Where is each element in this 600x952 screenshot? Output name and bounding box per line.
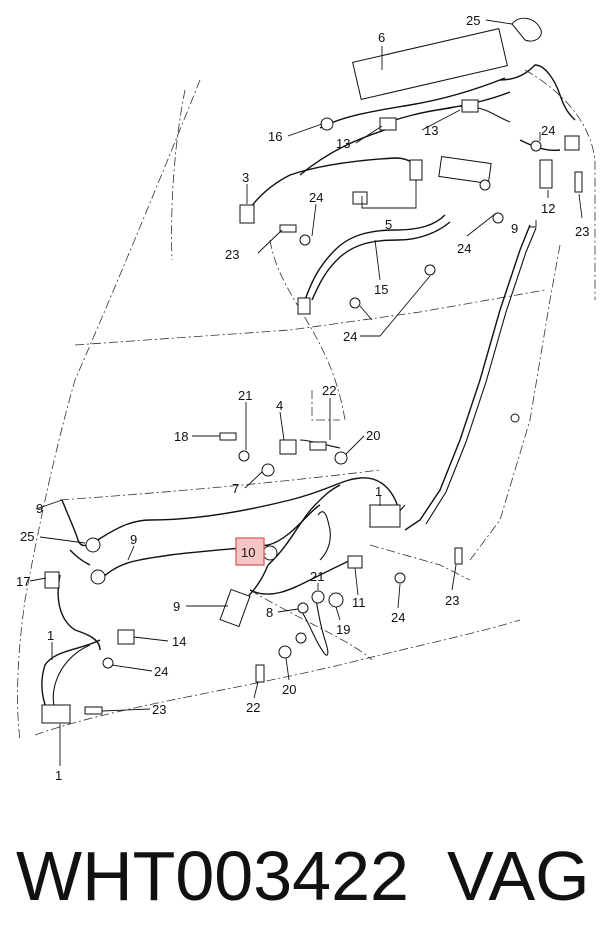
callout-17: 17 — [16, 574, 30, 589]
callout-22: 22 — [246, 700, 260, 715]
callout-20: 20 — [282, 682, 296, 697]
sensor-1-front — [41, 704, 71, 724]
end-cap — [510, 413, 520, 423]
callout-25: 25 — [466, 13, 480, 28]
callout-15: 15 — [374, 282, 388, 297]
bracket-right-mid — [438, 156, 492, 184]
components — [41, 17, 583, 724]
callout-4: 4 — [276, 398, 283, 413]
rivet-24-right — [492, 212, 504, 224]
callout-24: 24 — [309, 190, 323, 205]
callout-1: 1 — [375, 484, 382, 499]
callout-1: 1 — [55, 768, 62, 783]
callout-11: 11 — [352, 595, 366, 610]
bracket-13-left — [379, 117, 397, 131]
bracket-1-mid — [369, 504, 401, 528]
callout-23: 23 — [152, 702, 166, 717]
callout-24: 24 — [343, 329, 357, 344]
clip-25-left — [85, 537, 101, 553]
callout-13: 13 — [424, 123, 438, 138]
callout-3: 3 — [242, 170, 249, 185]
rivet-24-upper — [299, 234, 311, 246]
callout-9: 9 — [173, 599, 180, 614]
screw-23-mid — [454, 547, 463, 565]
parts-diagram: 25 6 16 13 13 24 3 24 5 12 23 9 23 24 15… — [16, 13, 596, 783]
callout-13: 13 — [336, 136, 350, 151]
callout-5: 5 — [385, 217, 392, 232]
wiring-harnesses — [41, 64, 576, 721]
highlight-box-10 — [235, 537, 265, 566]
callout-24: 24 — [457, 241, 471, 256]
rivet-24-lower — [394, 572, 406, 584]
callout-1: 1 — [47, 628, 54, 643]
bracket-24-top — [564, 135, 580, 151]
rivet-24-bracket — [479, 179, 491, 191]
callout-16: 16 — [268, 129, 282, 144]
rivet-24-front — [102, 657, 114, 669]
clip-5 — [352, 191, 368, 205]
callout-21: 21 — [310, 569, 324, 584]
callout-22: 22 — [322, 383, 336, 398]
caption-bar: WHT003422 VAG — [0, 826, 600, 926]
callout-23: 23 — [445, 593, 459, 608]
eyelet-8 — [297, 602, 309, 614]
part-number: WHT003422 — [16, 837, 409, 915]
grommet-16 — [320, 117, 334, 131]
sensor-3 — [239, 204, 255, 224]
connector-9 — [219, 588, 251, 628]
connector-5 — [409, 159, 423, 181]
nut-19 — [328, 592, 344, 608]
trim-panel-6 — [352, 28, 508, 100]
callout-19: 19 — [336, 622, 350, 637]
rivet-24-mid — [349, 297, 361, 309]
callout-9: 9 — [130, 532, 137, 547]
bolt-18 — [219, 432, 237, 441]
callout-labels: 25 6 16 13 13 24 3 24 5 12 23 9 23 24 15… — [16, 13, 589, 783]
callout-12: 12 — [541, 201, 555, 216]
bracket-4 — [279, 439, 297, 455]
callout-8: 8 — [266, 605, 273, 620]
callout-24: 24 — [541, 123, 555, 138]
callout-6: 6 — [378, 30, 385, 45]
washer-21-upper — [238, 450, 250, 462]
rivet-24-top — [530, 140, 542, 152]
clip-17 — [44, 571, 60, 589]
leader-lines — [29, 19, 583, 766]
washer-20-lower — [278, 645, 292, 659]
callout-7: 7 — [232, 481, 239, 496]
callout-21: 21 — [238, 388, 252, 403]
rivet-24-15 — [424, 264, 436, 276]
bolt-22-lower — [255, 664, 265, 683]
callout-24: 24 — [391, 610, 405, 625]
eyelet-8b — [295, 632, 307, 644]
callout-9: 9 — [36, 501, 43, 516]
washer-20-upper — [334, 451, 348, 465]
callout-14: 14 — [172, 634, 186, 649]
callout-20: 20 — [366, 428, 380, 443]
bracket-13-right — [461, 99, 479, 113]
screw-23-front — [84, 706, 103, 715]
callout-24: 24 — [154, 664, 168, 679]
screw-23-upper — [279, 224, 297, 233]
screw-23-right — [574, 171, 583, 193]
callout-23: 23 — [225, 247, 239, 262]
bracket-15 — [297, 297, 311, 315]
brand-name: VAG — [447, 837, 590, 915]
callout-25: 25 — [20, 529, 34, 544]
bracket-11 — [347, 555, 363, 569]
callout-9: 9 — [511, 221, 518, 236]
callout-18: 18 — [174, 429, 188, 444]
callout-23: 23 — [575, 224, 589, 239]
bracket-14 — [117, 629, 135, 645]
clip-left-lower — [90, 569, 106, 585]
washer-21 — [311, 590, 325, 604]
nut-7 — [261, 463, 275, 477]
sensor-12 — [539, 159, 553, 189]
grommet-10 — [262, 545, 278, 561]
callout-10: 10 — [241, 545, 255, 560]
clip-25-top — [511, 17, 542, 42]
body-outline — [17, 69, 596, 741]
bolt-22-upper — [309, 441, 327, 451]
